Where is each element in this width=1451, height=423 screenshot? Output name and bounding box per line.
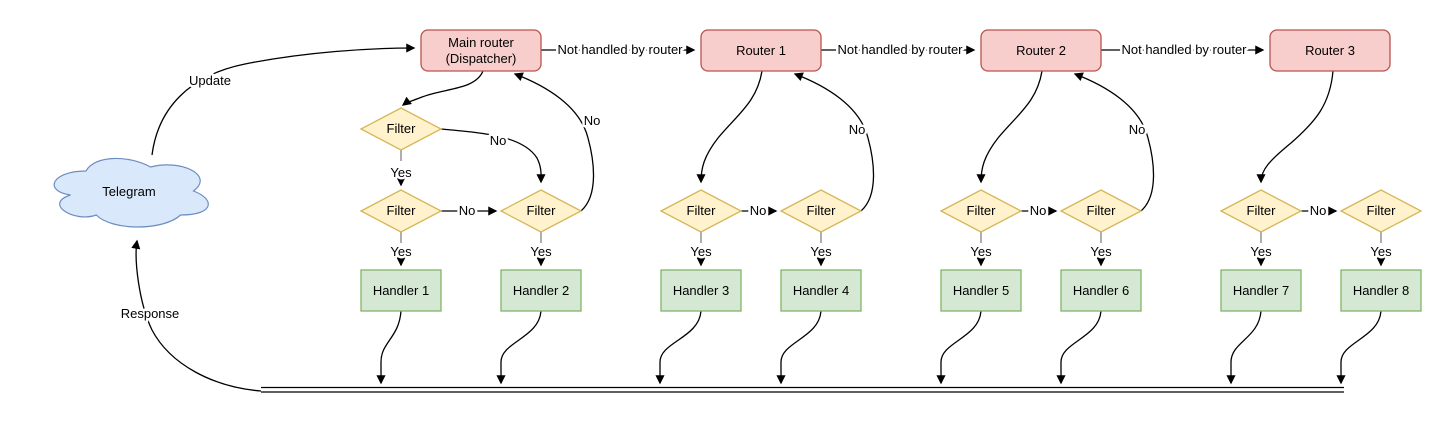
label-yes-H: Yes bbox=[1250, 244, 1272, 259]
main-router-label-line1: Main router bbox=[448, 35, 514, 50]
filter-diamond-D bbox=[659, 189, 743, 233]
label-no-C-return: No bbox=[584, 113, 601, 128]
edge-handler4-to-bus bbox=[776, 310, 822, 385]
edge-handler1-to-bus bbox=[376, 310, 402, 385]
edge-filterG-no-router2 bbox=[1073, 72, 1155, 212]
label-no-B: No bbox=[459, 203, 476, 218]
edge-router2-to-filter bbox=[976, 70, 1043, 184]
filter-diamond-E bbox=[779, 189, 863, 233]
edge-handler8-to-bus bbox=[1336, 310, 1382, 385]
label-yes-G: Yes bbox=[1090, 244, 1112, 259]
filter-label-D: Filter bbox=[687, 203, 717, 218]
label-no-G-return: No bbox=[1129, 122, 1146, 137]
label-not-handled-1: Not handled by router bbox=[557, 42, 683, 57]
label-no-H: No bbox=[1310, 203, 1327, 218]
filter-label-I: Filter bbox=[1367, 203, 1397, 218]
label-yes-F: Yes bbox=[970, 244, 992, 259]
router1-box bbox=[700, 29, 822, 72]
filter-diamond-F bbox=[939, 189, 1023, 233]
filter-diamond-C bbox=[499, 189, 583, 233]
handler1-box bbox=[360, 269, 442, 312]
label-response: Response bbox=[121, 306, 180, 321]
filter-diamond-B bbox=[359, 189, 443, 233]
label-no-F: No bbox=[1030, 203, 1047, 218]
telegram-cloud-label: Telegram bbox=[102, 184, 155, 199]
edge-update-arrow bbox=[151, 43, 416, 156]
edge-filterC-no-main bbox=[513, 72, 595, 212]
label-not-handled-3: Not handled by router bbox=[1121, 42, 1247, 57]
main-router-box bbox=[420, 29, 542, 72]
label-yes-D: Yes bbox=[690, 244, 712, 259]
filter-label-B: Filter bbox=[387, 203, 417, 218]
edge-handler7-to-bus bbox=[1226, 310, 1262, 385]
label-yes-E: Yes bbox=[810, 244, 832, 259]
filter-label-A: Filter bbox=[387, 121, 417, 136]
telegram-cloud bbox=[53, 157, 209, 228]
edge-filterA-no-filterC bbox=[440, 128, 546, 184]
label-yes-C: Yes bbox=[530, 244, 552, 259]
handler5-label: Handler 5 bbox=[953, 283, 1009, 298]
router2-box bbox=[980, 29, 1102, 72]
handler4-label: Handler 4 bbox=[793, 283, 849, 298]
filter-label-C: Filter bbox=[527, 203, 557, 218]
router3-label: Router 3 bbox=[1305, 43, 1355, 58]
filter-label-H: Filter bbox=[1247, 203, 1277, 218]
edge-router1-to-filter bbox=[696, 70, 763, 184]
handler8-box bbox=[1340, 269, 1422, 312]
label-yes-B: Yes bbox=[390, 244, 412, 259]
label-yes-A: Yes bbox=[390, 165, 412, 180]
filter-diamond-G bbox=[1059, 189, 1143, 233]
edge-handler6-to-bus bbox=[1056, 310, 1102, 385]
handler7-label: Handler 7 bbox=[1233, 283, 1289, 298]
edge-main-to-filter bbox=[401, 70, 484, 106]
handler4-box bbox=[780, 269, 862, 312]
handler8-label: Handler 8 bbox=[1353, 283, 1409, 298]
handler7-box bbox=[1220, 269, 1302, 312]
filter-label-E: Filter bbox=[807, 203, 837, 218]
handler2-label: Handler 2 bbox=[513, 283, 569, 298]
router1-label: Router 1 bbox=[736, 43, 786, 58]
filter-diamond-I bbox=[1339, 189, 1423, 233]
handler2-box bbox=[500, 269, 582, 312]
router3-box bbox=[1269, 29, 1391, 72]
label-not-handled-2: Not handled by router bbox=[837, 42, 963, 57]
handler6-label: Handler 6 bbox=[1073, 283, 1129, 298]
filter-label-F: Filter bbox=[967, 203, 997, 218]
edge-handler3-to-bus bbox=[655, 310, 702, 385]
filter-label-G: Filter bbox=[1087, 203, 1117, 218]
handler1-label: Handler 1 bbox=[373, 283, 429, 298]
router2-label: Router 2 bbox=[1016, 43, 1066, 58]
handler6-box bbox=[1060, 269, 1142, 312]
label-yes-I: Yes bbox=[1370, 244, 1392, 259]
handler3-box bbox=[660, 269, 742, 312]
handler5-box bbox=[940, 269, 1022, 312]
handler3-label: Handler 3 bbox=[673, 283, 729, 298]
main-router-label-line2: (Dispatcher) bbox=[446, 51, 517, 66]
edge-handler2-to-bus bbox=[496, 310, 542, 385]
label-update: Update bbox=[189, 73, 231, 88]
edge-filterE-no-router1 bbox=[793, 72, 875, 212]
filter-diamond-H bbox=[1219, 189, 1303, 233]
edge-response-arrow bbox=[131, 239, 262, 392]
label-no-A: No bbox=[490, 133, 507, 148]
label-no-D: No bbox=[750, 203, 767, 218]
edge-handler5-to-bus bbox=[936, 310, 982, 385]
filter-diamond-A bbox=[359, 107, 443, 151]
edge-router3-to-filter bbox=[1256, 70, 1334, 184]
label-no-E-return: No bbox=[849, 122, 866, 137]
